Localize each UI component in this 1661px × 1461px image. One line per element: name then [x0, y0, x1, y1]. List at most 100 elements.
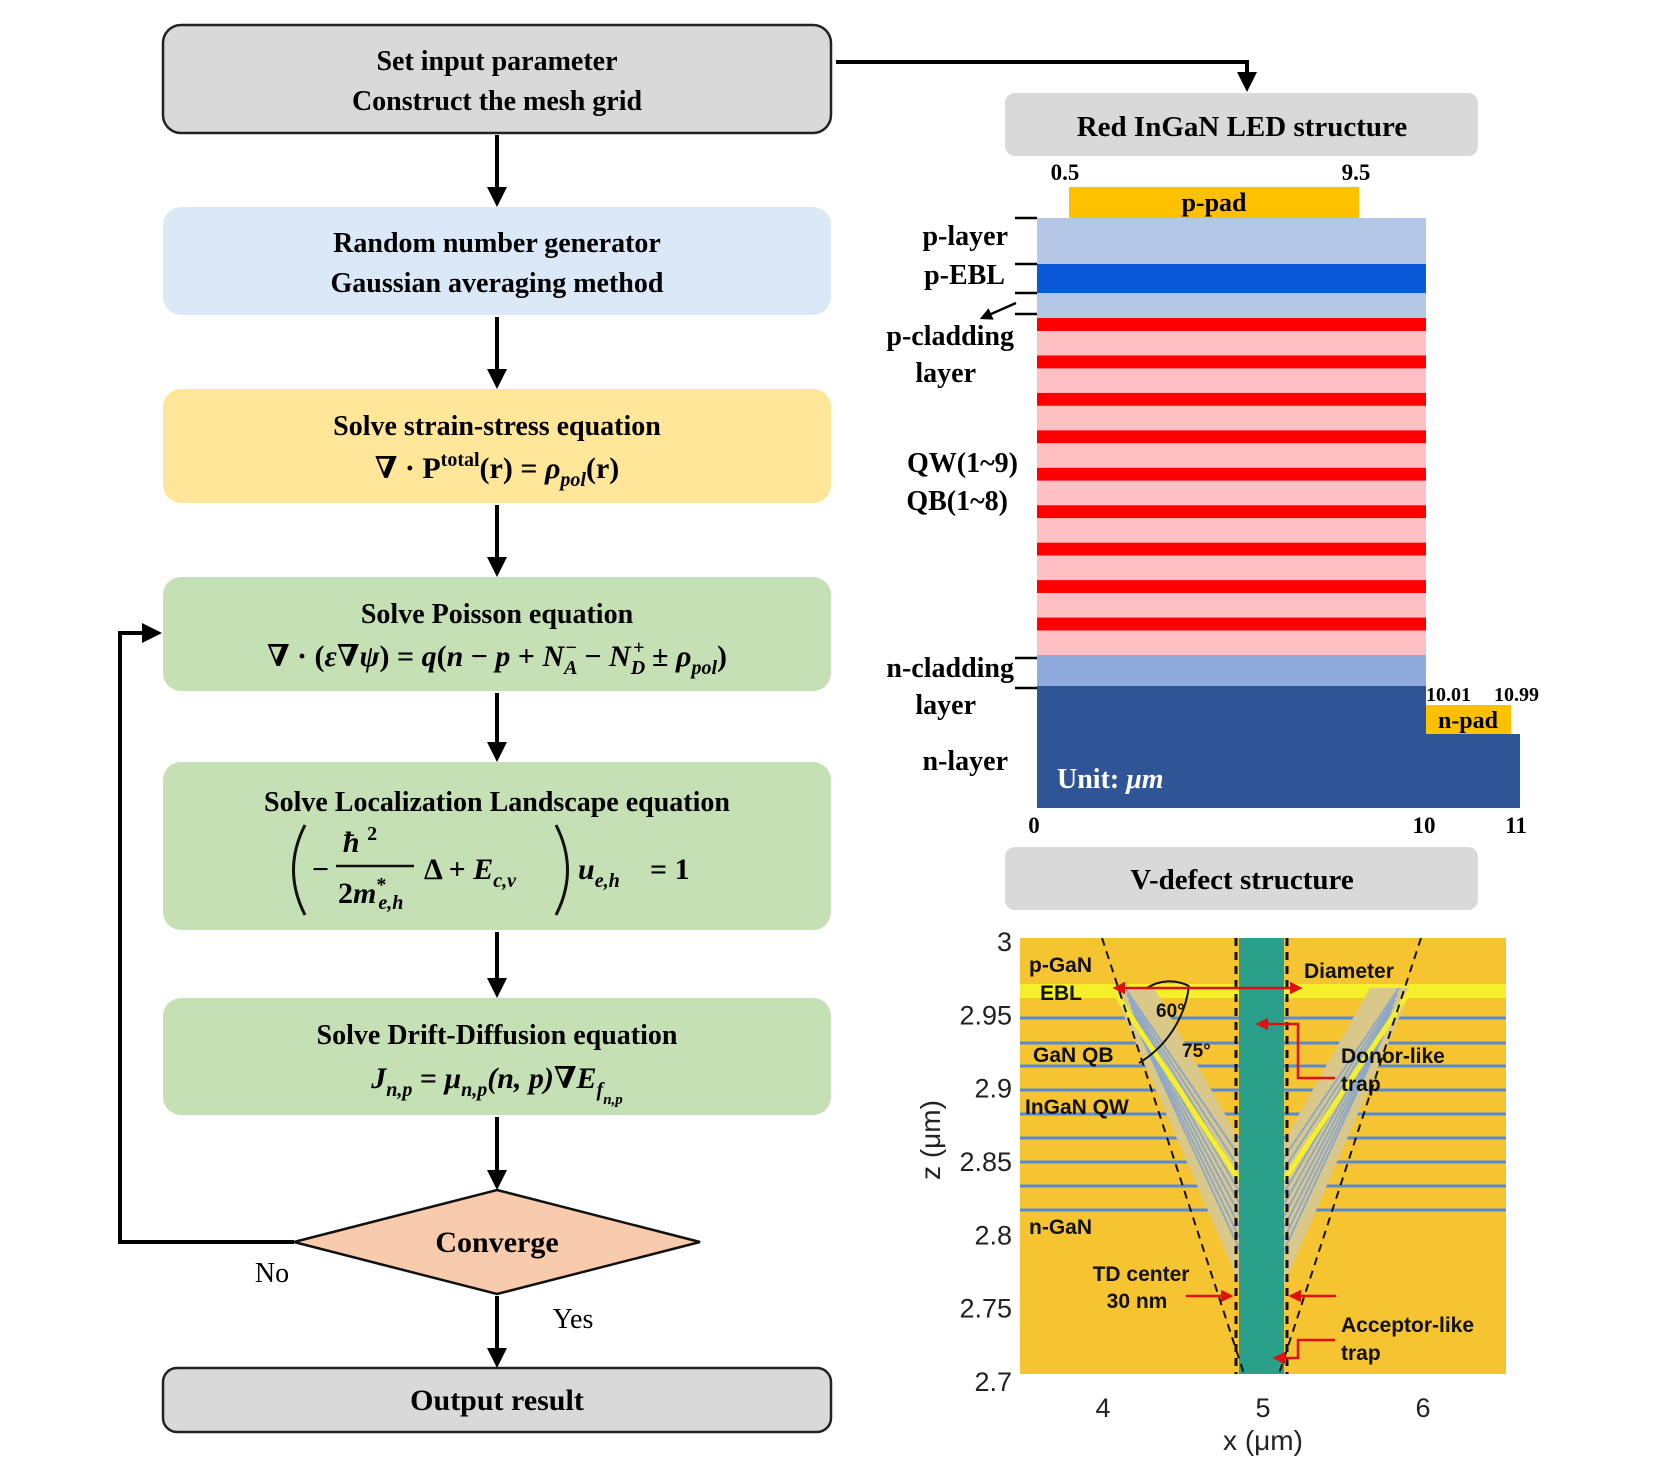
svg-text:= 1: = 1	[650, 853, 690, 886]
vpit-region	[1112, 988, 1412, 1336]
n-cladding-label-2: layer	[915, 690, 976, 721]
arrow-to-led-structure	[836, 60, 1257, 92]
p-pad	[1069, 187, 1359, 218]
n-layer-mesa	[1426, 734, 1520, 808]
angle60-label: 60°	[1156, 1001, 1185, 1022]
qw-layer-6	[1037, 505, 1426, 519]
qb-label: QB(1~8)	[906, 486, 1008, 517]
vdefect-y-tick: 2.85	[959, 1147, 1012, 1177]
drift-step-title: Solve Drift-Diffusion equation	[317, 1020, 678, 1051]
qw-layer-9	[1037, 617, 1426, 631]
pgan-label: p-GaN	[1029, 954, 1092, 977]
flowchart: Set input parameter Construct the mesh g…	[118, 23, 1257, 1434]
qw-layer-7	[1037, 542, 1426, 556]
qb-layer-3	[1037, 405, 1426, 431]
svg-text:−: −	[312, 853, 329, 886]
random-step-line1: Random number generator	[333, 228, 661, 259]
npad-right-tick: 10.99	[1494, 684, 1539, 706]
vdefect-x-tick: 6	[1415, 1393, 1430, 1423]
vdefect-x-ticks: 4 5 6	[1095, 1393, 1430, 1423]
p-ebl-label: p-EBL	[924, 260, 1005, 291]
p-cladding-block	[1037, 293, 1426, 318]
n-pad-label: n-pad	[1438, 708, 1499, 734]
qb-layer-7	[1037, 555, 1426, 581]
td-label-2: 30 nm	[1107, 1290, 1168, 1313]
unit-label: Unit: μm	[1057, 764, 1164, 795]
diameter-label: Diameter	[1304, 960, 1394, 983]
qb-layer-4	[1037, 443, 1426, 468]
random-step-line2: Gaussian averaging method	[331, 268, 664, 299]
output-result-box: Output result	[161, 1366, 833, 1434]
n-layer-block	[1037, 686, 1426, 808]
qw-layer-5	[1037, 467, 1426, 481]
landscape-step-title: Solve Localization Landscape equation	[264, 787, 730, 818]
qw-layer-4	[1037, 430, 1426, 444]
qb-layer-5	[1037, 480, 1426, 506]
led-x-tick-0: 0	[1028, 813, 1040, 838]
p-cladding-pointer	[979, 301, 1017, 320]
vdefect-y-tick: 2.9	[974, 1074, 1012, 1104]
qw-layer-1	[1037, 318, 1426, 331]
vdefect-y-tick: 2.7	[974, 1367, 1012, 1397]
converge-decision: Converge	[293, 1188, 701, 1296]
poisson-step-title: Solve Poisson equation	[361, 599, 634, 630]
landscape-equation: − ħ 2 2m*e,h Δ + Ec,v ue,h = 1	[292, 823, 690, 916]
qb-layer-2	[1037, 368, 1426, 393]
donor-label-2: trap	[1341, 1073, 1381, 1096]
donor-label-1: Donor-like	[1341, 1045, 1445, 1068]
p-ebl-block	[1037, 264, 1426, 293]
ngan-label: n-GaN	[1029, 1216, 1092, 1239]
ppad-left-tick: 0.5	[1051, 160, 1080, 185]
ganqb-label: GaN QB	[1033, 1044, 1114, 1067]
vdefect-x-axis-label: x (μm)	[1223, 1425, 1303, 1456]
acceptor-label-1: Acceptor-like	[1341, 1314, 1474, 1337]
mqw-bottom-spacer	[1037, 630, 1426, 655]
vdefect-y-axis-label: z (μm)	[915, 1100, 946, 1180]
arrow-no-loop	[118, 623, 294, 1244]
poisson-equation: ∇ · (ε∇ψ) = q(n − p + NA− − ND+ ± ρpol)	[267, 637, 727, 679]
led-structure: Red InGaN LED structure 0.5 9.5 p-pad n-…	[886, 93, 1539, 838]
qb-layer-6	[1037, 518, 1426, 543]
qw-layer-8	[1037, 580, 1426, 594]
layer-brackets	[1015, 216, 1037, 690]
qb-layer-8	[1037, 593, 1426, 618]
qw-layer-2	[1037, 355, 1426, 369]
vdefect-x-tick: 5	[1255, 1393, 1270, 1423]
vdefect-plot	[1020, 938, 1506, 1374]
td-core	[1239, 938, 1284, 1374]
input-step-line1: Set input parameter	[376, 46, 617, 77]
mqw-stack	[1037, 318, 1426, 655]
qb-layer-1	[1037, 331, 1426, 356]
no-label: No	[255, 1258, 289, 1289]
random-number-box: Random number generator Gaussian averagi…	[163, 207, 831, 315]
output-step-label: Output result	[410, 1384, 584, 1417]
ebl-sidewall-left	[1109, 986, 1242, 1182]
vdefect-panel: V-defect structure p-GaN EBL GaN QB InGa…	[915, 847, 1506, 1456]
td-label-1: TD center	[1093, 1263, 1190, 1286]
angle75-arc	[1138, 985, 1190, 1064]
npad-left-tick: 10.01	[1426, 684, 1471, 706]
landscape-box: Solve Localization Landscape equation − …	[163, 762, 831, 930]
vdefect-x-tick: 4	[1095, 1393, 1110, 1423]
yes-label: Yes	[553, 1304, 594, 1335]
strain-step-title: Solve strain-stress equation	[333, 411, 661, 442]
p-pad-label: p-pad	[1181, 188, 1247, 217]
vdefect-y-tick: 2.8	[974, 1220, 1012, 1250]
p-cladding-label-1: p-cladding	[886, 321, 1014, 352]
flow-arrows	[118, 60, 1257, 1368]
inganqw-label: InGaN QW	[1025, 1096, 1129, 1119]
vdefect-y-ticks: 3 2.95 2.9 2.85 2.8 2.75 2.7	[959, 927, 1012, 1397]
angle75-label: 75°	[1182, 1041, 1211, 1062]
p-layer-label: p-layer	[922, 221, 1008, 252]
n-cladding-block	[1037, 655, 1426, 686]
qw-layer-3	[1037, 392, 1426, 406]
vdefect-y-tick: 3	[997, 927, 1012, 957]
converge-label: Converge	[435, 1226, 558, 1259]
led-x-tick-10: 10	[1413, 813, 1436, 838]
vdefect-y-tick: 2.95	[959, 1000, 1012, 1030]
vdefect-y-tick: 2.75	[959, 1294, 1012, 1324]
strain-equation: ∇ · Ptotal(r) = ρpol(r)	[375, 449, 620, 491]
input-parameter-box: Set input parameter Construct the mesh g…	[161, 23, 833, 135]
p-layer-block	[1037, 218, 1426, 264]
